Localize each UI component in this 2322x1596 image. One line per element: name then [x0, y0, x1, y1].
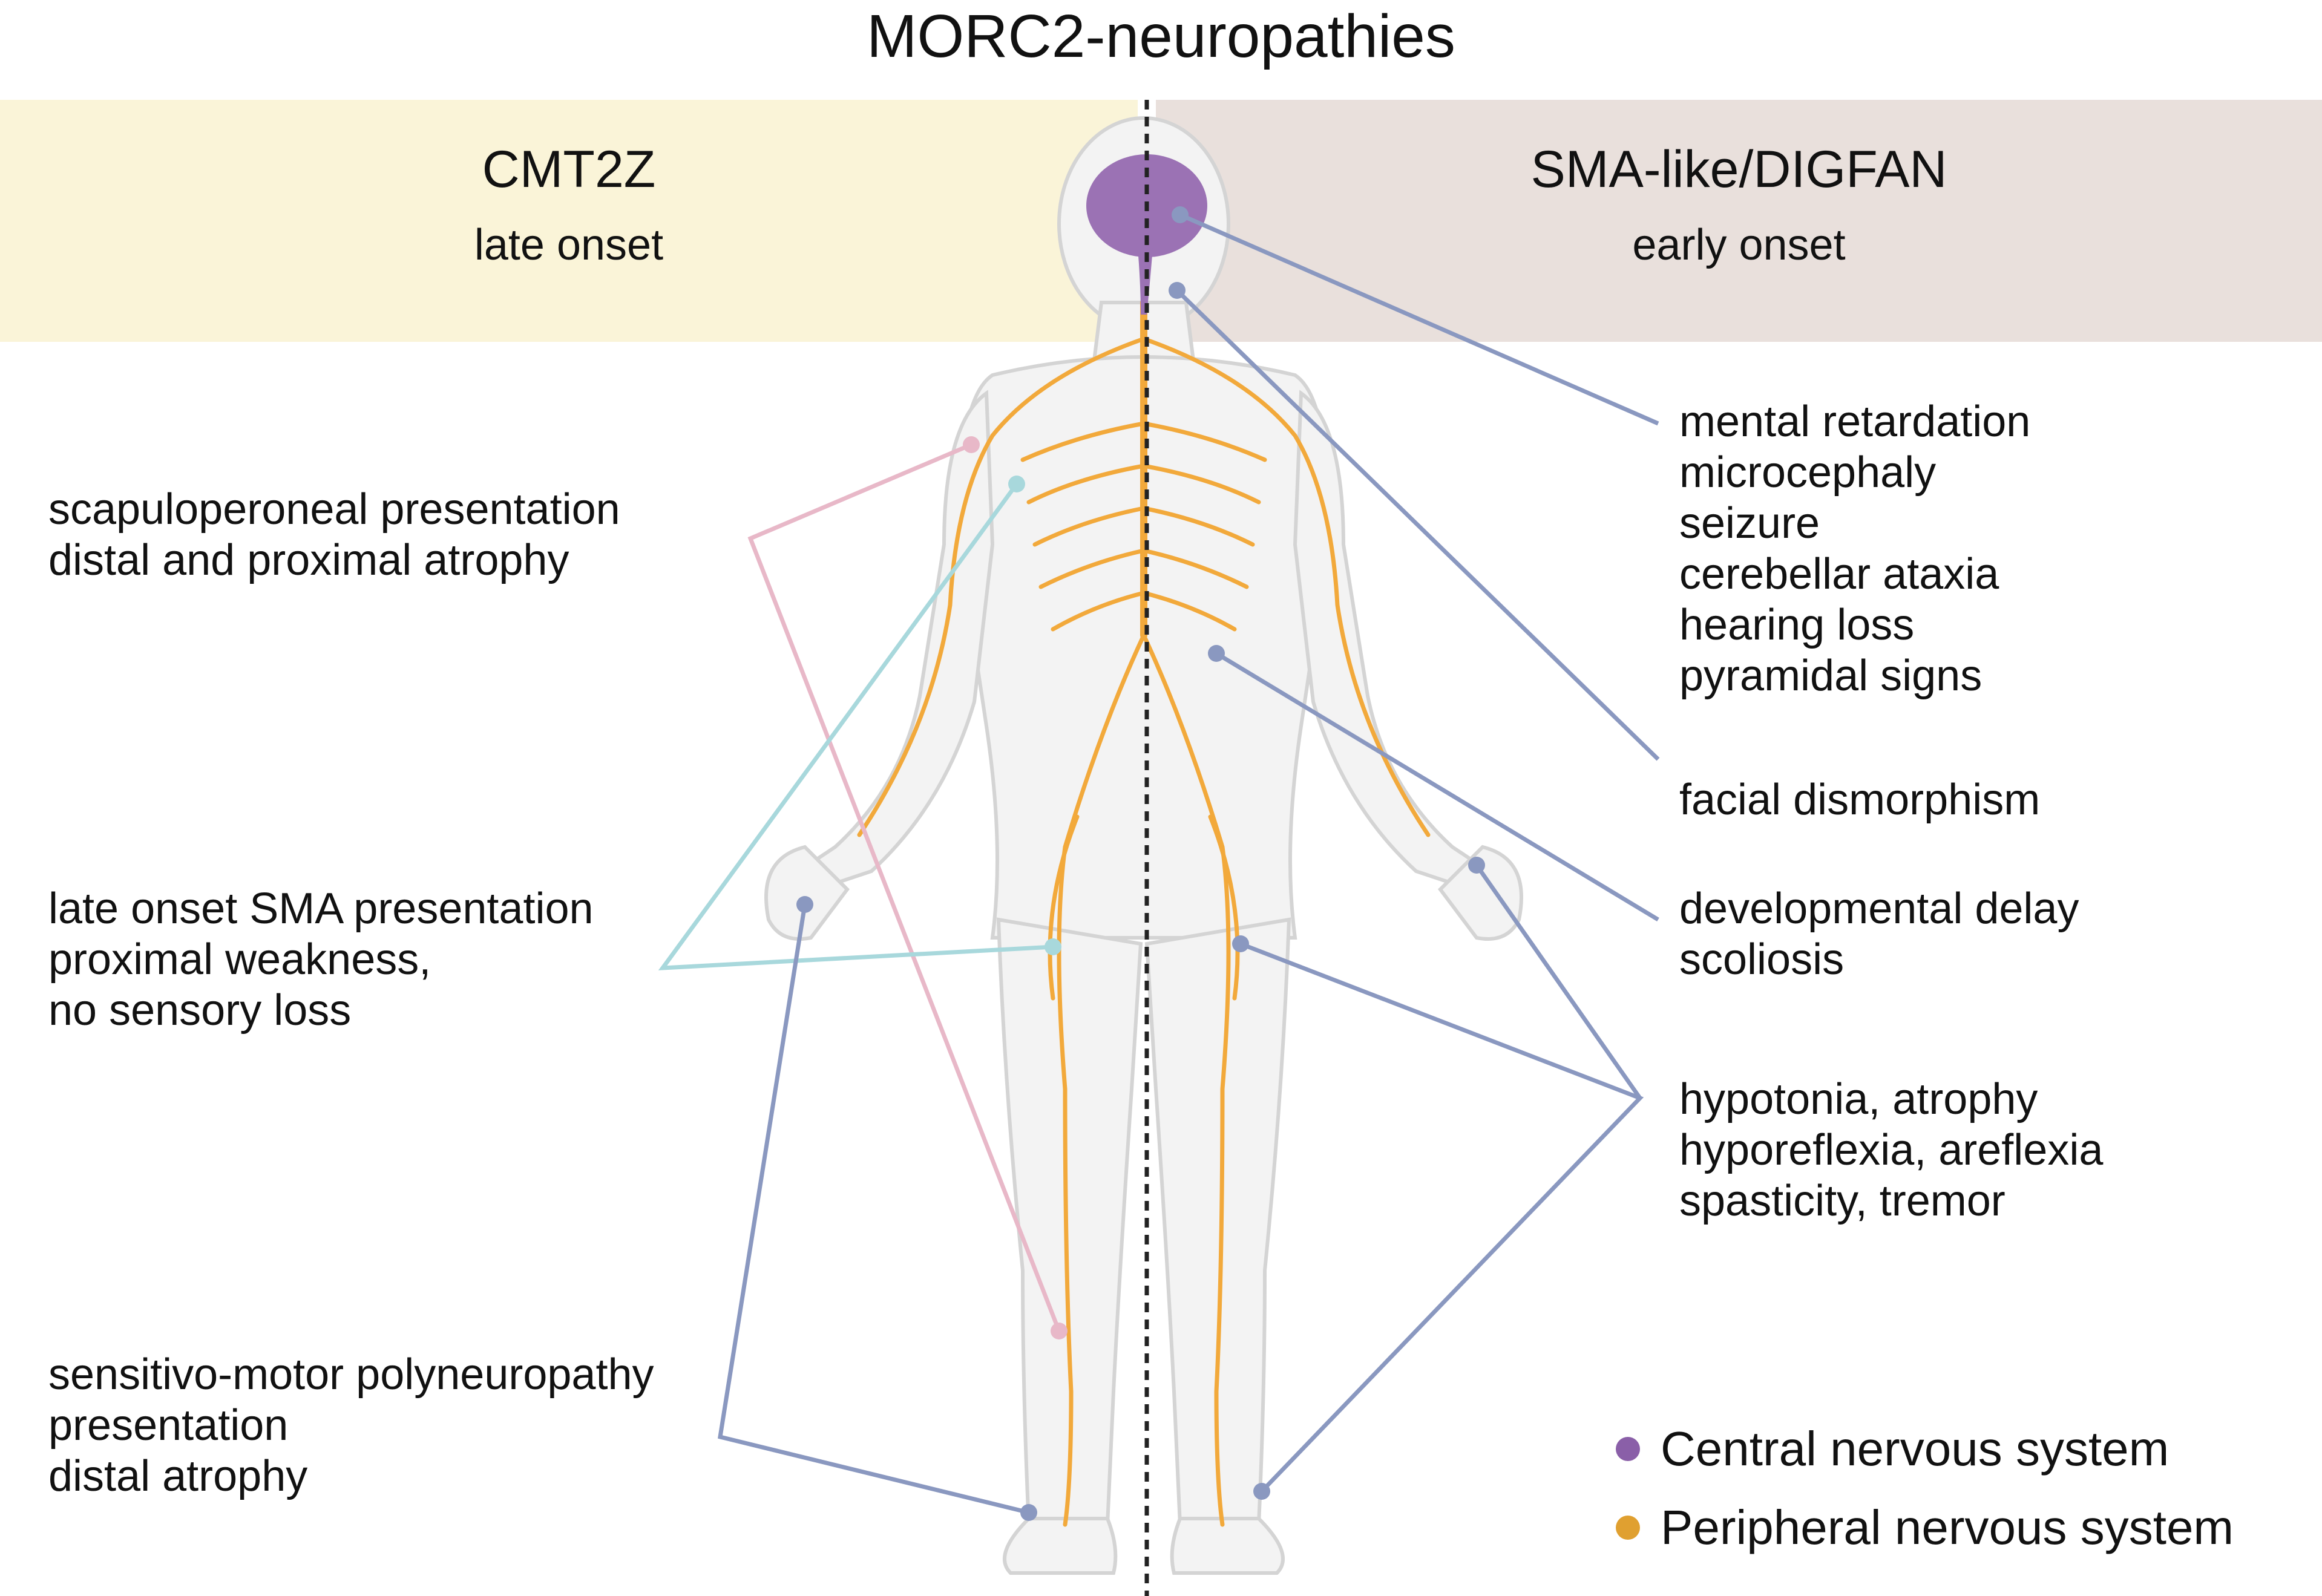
- feature-line: distal atrophy: [48, 1452, 308, 1500]
- feature-line: facial dismorphism: [1679, 776, 2041, 824]
- sma-motor-text: hypotonia, atrophy hyporeflexia, areflex…: [1679, 1074, 2103, 1226]
- legend-item-cns: Central nervous system: [1616, 1419, 2234, 1479]
- sma-digfan-panel-title: SMA-like/DIGFAN: [1530, 140, 1947, 198]
- figure-title: MORC2-neuropathies: [867, 2, 1455, 70]
- cmt2z-onset-label: late onset: [474, 221, 664, 269]
- feature-line: late onset SMA presentation: [48, 885, 594, 933]
- sma-developmental-text: developmental delay scoliosis: [1679, 883, 2079, 985]
- feature-line: spasticity, tremor: [1679, 1177, 2006, 1225]
- feature-line: sensitivo-motor polyneuropathy: [48, 1350, 654, 1399]
- connector-endpoints: [796, 206, 1485, 1521]
- feature-line: scoliosis: [1679, 935, 1845, 984]
- sma-digfan-panel: SMA-like/DIGFAN early onset: [1156, 100, 2322, 342]
- feature-line: distal and proximal atrophy: [48, 536, 569, 584]
- legend-label: Peripheral nervous system: [1661, 1500, 2234, 1554]
- feature-line: no sensory loss: [48, 986, 352, 1035]
- sma-cns-features-text: mental retardation microcephaly seizure …: [1679, 396, 2030, 701]
- feature-line: scapuloperoneal presentation: [48, 485, 620, 534]
- legend-label: Central nervous system: [1661, 1422, 2169, 1476]
- cns-dot-icon: [1616, 1436, 1640, 1461]
- feature-line: developmental delay: [1679, 885, 2079, 933]
- feature-line: proximal weakness,: [48, 935, 431, 984]
- feature-line: presentation: [48, 1401, 289, 1450]
- feature-line: hyporeflexia, areflexia: [1679, 1126, 2104, 1174]
- connector-late-onset-sma: [658, 482, 1054, 970]
- cmt2z-scapuloperoneal-text: scapuloperoneal presentation distal and …: [48, 484, 620, 586]
- feature-line: microcephaly: [1679, 448, 1937, 497]
- connector-scapuloperoneal: [747, 442, 1061, 1332]
- feature-line: hearing loss: [1679, 601, 1915, 649]
- cmt2z-sma-text: late onset SMA presentation proximal wea…: [48, 883, 594, 1036]
- feature-line: mental retardation: [1679, 397, 2031, 446]
- legend-item-pns: Peripheral nervous system: [1616, 1497, 2234, 1558]
- feature-line: hypotonia, atrophy: [1679, 1075, 2038, 1123]
- feature-line: pyramidal signs: [1679, 652, 1983, 700]
- pns-dot-icon: [1616, 1515, 1640, 1540]
- feature-line: cerebellar ataxia: [1679, 550, 1999, 598]
- cmt2z-panel: CMT2Z late onset: [0, 100, 1138, 342]
- connector-polyneuropathy: [718, 904, 1029, 1515]
- cmt2z-panel-title: CMT2Z: [482, 140, 656, 198]
- cmt2z-polyneuropathy-text: sensitivo-motor polyneuropathy presentat…: [48, 1349, 654, 1502]
- feature-line: seizure: [1679, 499, 1820, 548]
- sma-digfan-onset-label: early onset: [1632, 221, 1846, 269]
- legend: Central nervous system Peripheral nervou…: [1616, 1419, 2234, 1558]
- connector-cns-features: [1175, 212, 1660, 1493]
- sma-facial-text: facial dismorphism: [1679, 774, 2040, 825]
- peripheral-nerves: [857, 299, 1431, 1527]
